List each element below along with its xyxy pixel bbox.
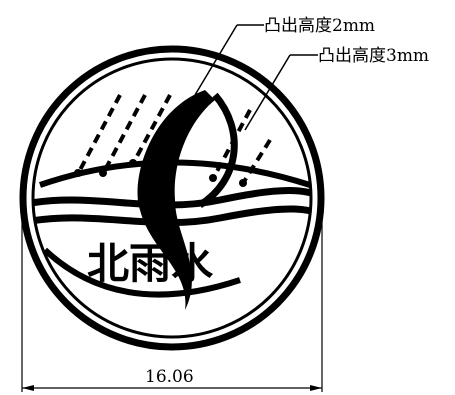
rain-drops — [74, 159, 247, 187]
logo-text: 北雨水 — [87, 239, 214, 288]
callout-label-2: 凸出高度3mm — [318, 46, 429, 66]
outer-ring — [19, 45, 325, 351]
callout-leader-2 — [244, 54, 318, 131]
stamp-interior — [33, 90, 311, 310]
callout-leader-1 — [194, 24, 264, 96]
water-wave-lower — [33, 205, 311, 227]
dimension-line — [21, 205, 323, 392]
rain-streaks — [78, 94, 272, 182]
leaf-shape — [137, 90, 215, 310]
callout-label-1: 凸出高度2mm — [264, 16, 375, 36]
dimension-value: 16.06 — [145, 367, 194, 387]
